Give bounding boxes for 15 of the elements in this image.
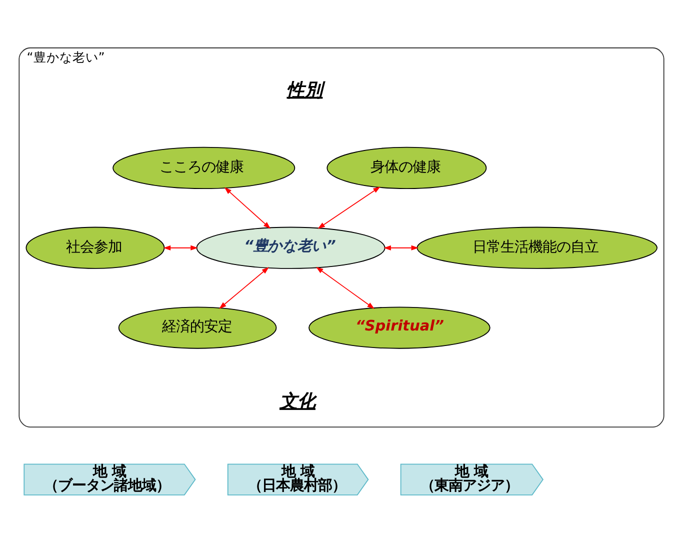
node-ellipse: 身体の健康 [326, 146, 487, 188]
node-ellipse: 社会参加 [26, 226, 165, 268]
arrow [219, 266, 270, 308]
arrow [163, 244, 198, 250]
label: 性別 [286, 79, 323, 100]
arrow [318, 186, 380, 228]
node-ellipse: “豊かな老い” [196, 226, 386, 268]
node-ellipse: こころの健康 [112, 146, 296, 188]
node-ellipse: 経済的安定 [118, 306, 277, 348]
node-ellipse: “Spiritual” [308, 306, 490, 348]
arrow [224, 186, 271, 228]
node-ellipse: 日常生活機能の自立 [416, 226, 658, 268]
label: 文化 [279, 390, 316, 412]
arrow [384, 244, 418, 250]
arrow [316, 266, 374, 308]
